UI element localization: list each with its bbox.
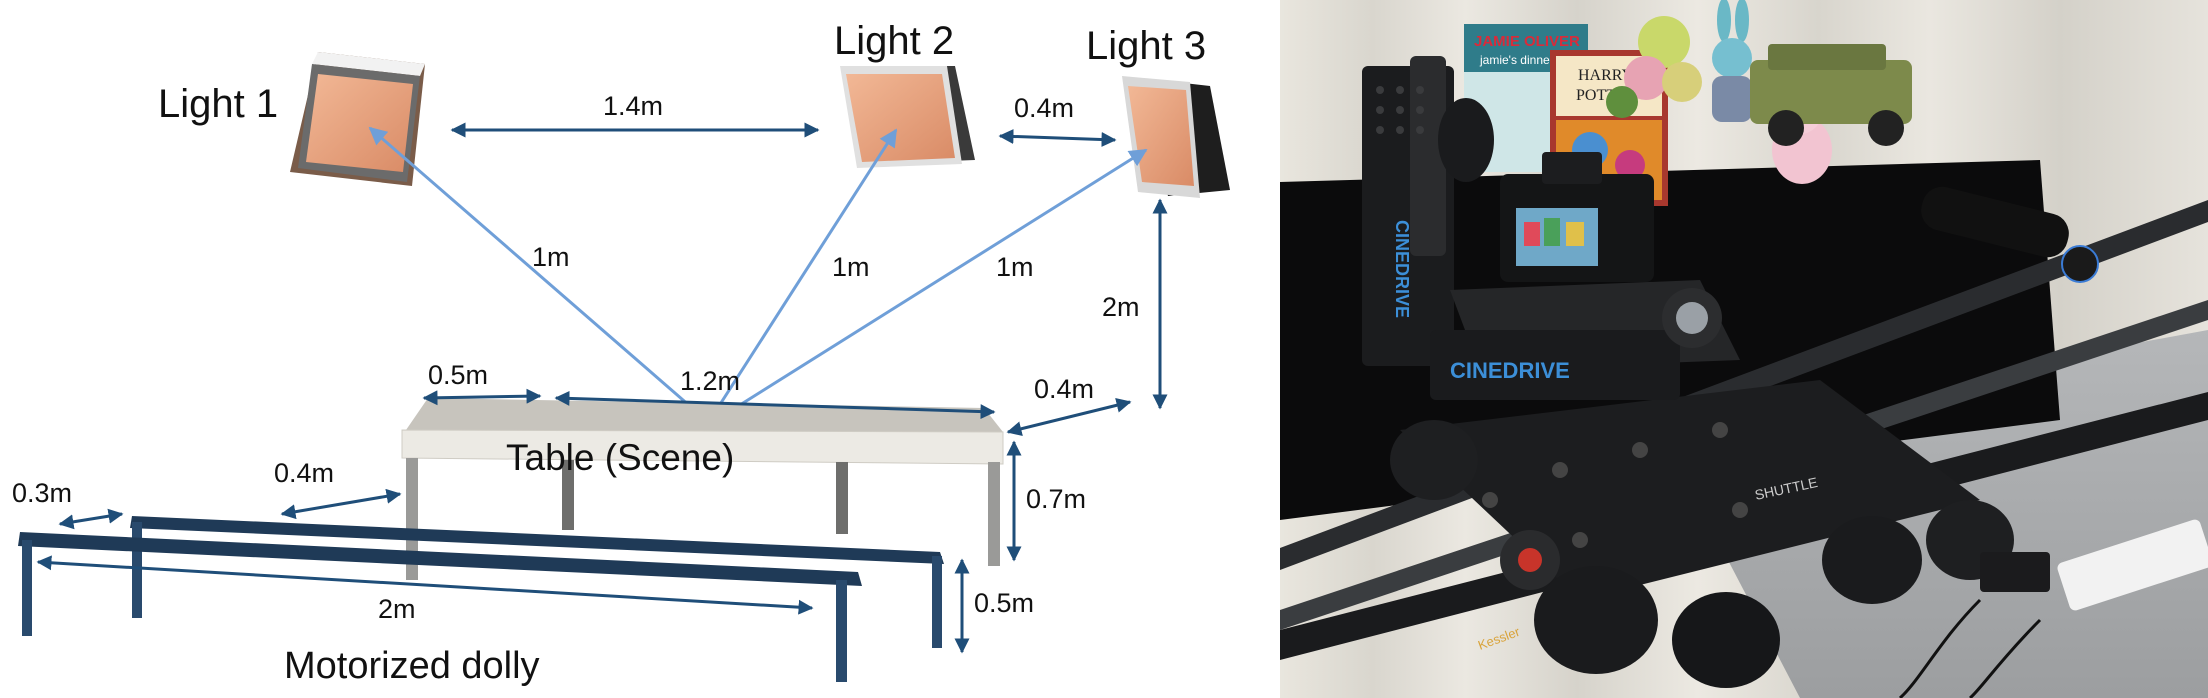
light3-distance-label: 1m xyxy=(996,252,1034,282)
dim-table-width-label: 1.2m xyxy=(680,366,740,396)
dim-table-width xyxy=(554,390,996,420)
light2-distance-label: 1m xyxy=(832,252,870,282)
light1-distance-label: 1m xyxy=(532,242,570,272)
dim-light2-light3 xyxy=(998,128,1117,148)
dim-light3-height-label: 2m xyxy=(1102,292,1140,322)
dim-table-offset xyxy=(422,388,542,406)
setup-diagram: Light 1 Light 2 Light 3 1.4m 0.4m 2m 1m … xyxy=(12,19,1230,687)
book2-line1: HARRY xyxy=(1578,67,1634,84)
book1-subtitle: jamie's dinners xyxy=(1479,53,1560,67)
dim-light2-light3-label: 0.4m xyxy=(1014,93,1074,123)
rail-motor xyxy=(1921,186,2099,283)
bunny-toy xyxy=(1712,0,1752,122)
light-1 xyxy=(290,52,425,186)
dim-dolly-length xyxy=(36,555,814,615)
dim-light1-light2-label: 1.4m xyxy=(603,91,663,121)
dim-rail-gap-label: 0.3m xyxy=(12,478,72,508)
dim-dolly-to-table-label: 0.4m xyxy=(274,458,334,488)
dim-table-offset-label: 0.5m xyxy=(428,360,488,390)
brand-cinedrive-horizontal: CINEDRIVE xyxy=(1450,358,1570,383)
light1-distance-arrow xyxy=(368,126,708,422)
light-1-label: Light 1 xyxy=(158,82,278,126)
power-strip xyxy=(1898,519,2208,698)
toy-car xyxy=(1750,44,1912,146)
table-label: Table (Scene) xyxy=(506,437,734,478)
light-2 xyxy=(840,66,975,168)
pan-tilt-head: CINEDRIVE CINEDRIVE xyxy=(1362,56,1740,400)
dolly-label: Motorized dolly xyxy=(284,645,540,687)
rig-photo: JAMIE OLIVER jamie's dinners HARRY POTTE… xyxy=(1280,0,2208,698)
dim-dolly-length-label: 2m xyxy=(378,594,416,624)
dim-dolly-height-label: 0.5m xyxy=(974,588,1034,618)
light-3-label: Light 3 xyxy=(1086,24,1206,68)
dim-dolly-to-table xyxy=(280,488,402,520)
dim-rail-gap xyxy=(58,508,124,530)
dim-table-depth xyxy=(1006,397,1132,437)
flowers xyxy=(1606,16,1702,118)
camera xyxy=(1438,98,1654,282)
book1-title: JAMIE OLIVER xyxy=(1474,33,1580,50)
light3-distance-arrow xyxy=(714,148,1148,422)
brand-cinedrive-vertical: CINEDRIVE xyxy=(1392,220,1412,318)
dim-table-height-label: 0.7m xyxy=(1026,484,1086,514)
light-3 xyxy=(1122,76,1230,198)
dim-table-depth-label: 0.4m xyxy=(1034,374,1094,404)
light-2-label: Light 2 xyxy=(834,19,954,63)
